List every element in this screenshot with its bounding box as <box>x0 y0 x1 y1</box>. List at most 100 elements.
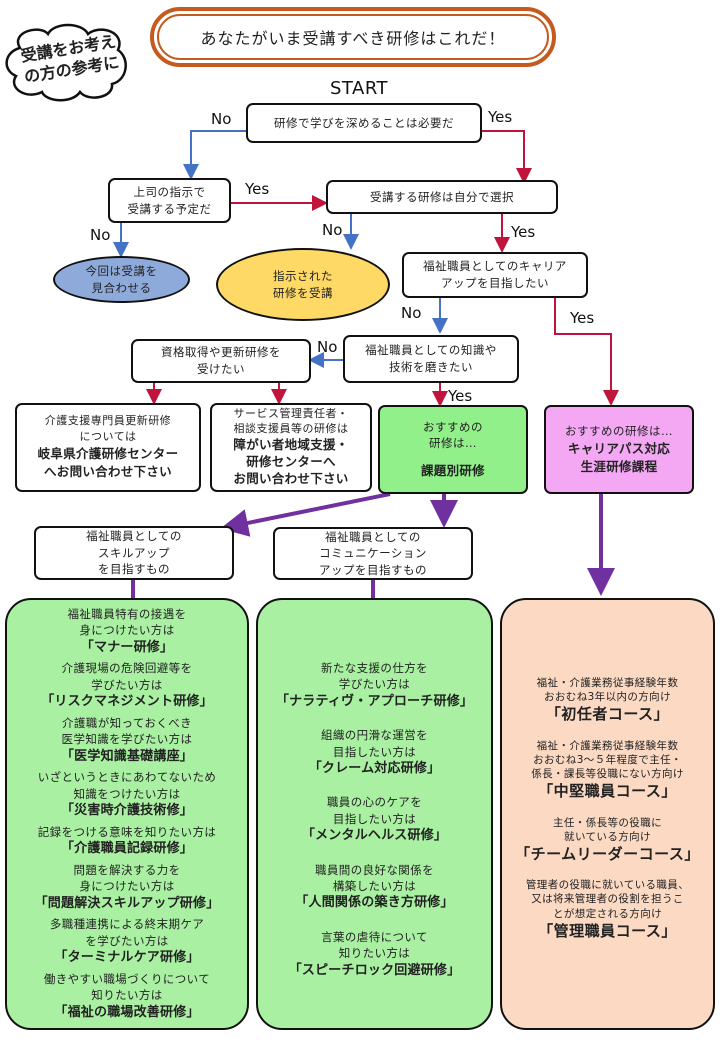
career-course-name: 「チームリーダーコース」 <box>515 844 700 863</box>
shougai-line-1: サービス管理責任者・ <box>233 407 349 421</box>
career-course-desc: 又は将来管理者の役割を担うこ <box>531 893 684 906</box>
label-no-q5: No <box>317 338 338 356</box>
communication-training-desc: 構築したい方は <box>332 878 417 893</box>
label-yes-q5: Yes <box>448 387 473 405</box>
communication-training-desc: 新たな支援の仕方を <box>320 661 429 675</box>
skill-training-desc: 知りたい方は <box>91 988 163 1003</box>
skill-training-desc: 介護現場の危険回避等を <box>61 661 193 676</box>
q4-line-2: アップを目指したい <box>441 276 549 290</box>
shougai-bold-3: お問い合わせ下さい <box>233 470 349 486</box>
label-yes-q1: Yes <box>488 108 513 126</box>
question-qualification: 資格取得や更新研修を 受けたい <box>131 339 311 383</box>
career-course-item: 福祉・介護業務従事経験年数おおむね3年以内の方向け「初任者コース」 <box>502 676 713 726</box>
communication-training-desc: 目指したい方は <box>332 744 417 759</box>
skill-training-list: 福祉職員特有の接遇を身につけたい方は「マナー研修」介護現場の危険回避等を学びたい… <box>7 606 247 1022</box>
question-deepen-learning-text: 研修で学びを深めることは必要だ <box>274 115 454 130</box>
career-course-desc: おおむね3年以内の方向け <box>544 691 671 704</box>
arrow-q1-no <box>183 130 246 180</box>
communication-training-desc: 目指したい方は <box>332 811 417 826</box>
communication-training-desc: 学びたい方は <box>338 677 411 692</box>
communication-training-name: 「クレーム対応研修」 <box>308 760 441 776</box>
career-line-1: おすすめの研修は… <box>565 424 673 439</box>
career-course-name: 「中堅職員コース」 <box>538 782 677 801</box>
question-knowledge-skill: 福祉職員としての知識や 技術を磨きたい <box>343 335 519 383</box>
q6-line-2: 受けたい <box>197 362 245 376</box>
arrow-q4-yes <box>554 298 619 406</box>
skill-training-desc: 医学知識を学びたい方は <box>61 732 193 747</box>
skill-training-item: 介護職が知っておくべき医学知識を学びたい方は「医学知識基礎講座」 <box>7 715 247 766</box>
skill-training-item: 介護現場の危険回避等を学びたい方は「リスクマネジメント研修」 <box>7 660 247 711</box>
page-title-text: あなたがいま受講すべき研修はこれだ！ <box>157 14 549 60</box>
skill-training-item: 記録をつける意味を知りたい方は「介護職員記録研修」 <box>7 824 247 859</box>
skill-training-desc: 福祉職員特有の接遇を <box>67 607 187 621</box>
skill-training-name: 「医学知識基礎講座」 <box>60 748 193 764</box>
career-course-item: 管理者の役職に就いている職員、又は将来管理者の役割を担うことが想定される方向け「… <box>502 878 713 942</box>
skill-training-desc: を学びたい方は <box>85 933 169 948</box>
career-course-item: 主任・係長等の役職に就いている方向け「チームリーダーコース」 <box>502 816 713 866</box>
career-course-desc: 福祉・介護業務従事経験年数 <box>536 677 679 689</box>
career-course-name: 「管理職員コース」 <box>538 921 677 940</box>
reconsider-line-2: 見合わせる <box>91 280 152 295</box>
skill-training-name: 「ターミナルケア研修」 <box>54 950 200 966</box>
instructed-line-1: 指示された <box>273 268 333 283</box>
cat-comm-line-3: アップを目指すもの <box>319 562 427 577</box>
cat-skill-line-2: スキルアップ <box>98 545 170 560</box>
communication-training-desc: 職員の心のケアを <box>326 795 423 810</box>
skill-training-name: 「マナー研修」 <box>80 639 174 655</box>
communication-training-item: 職員間の良好な関係を構築したい方は「人間関係の築き方研修」 <box>258 862 491 913</box>
shougai-bold-2: 研修センターへ <box>246 453 336 469</box>
cat-skill-line-3: を目指すもの <box>98 562 170 577</box>
career-course-desc: とが想定される方向け <box>553 907 662 920</box>
q3-text: 受講する研修は自分で選択 <box>370 189 514 204</box>
career-course-list: 福祉・介護業務従事経験年数おおむね3年以内の方向け「初任者コース」福祉・介護業務… <box>502 676 713 942</box>
communication-training-name: 「人間関係の築き方研修」 <box>295 895 454 911</box>
reconsider-line-1: 今回は受講を <box>85 263 158 278</box>
skill-training-desc: 介護職が知っておくべき <box>62 715 192 730</box>
reference-badge: 受講をお考え の方の参考に <box>2 18 132 104</box>
q2-line-2: 受講する予定だ <box>127 201 212 216</box>
communication-training-item: 言葉の虐待について知りたい方は「スピーチロック回避研修」 <box>258 929 491 980</box>
q5-line-2: 技術を磨きたい <box>389 360 473 374</box>
communication-training-list: 新たな支援の仕方を学びたい方は「ナラティヴ・アプローチ研修」組織の円滑な運営を目… <box>258 660 491 980</box>
skill-training-desc: 多職種連携による終末期ケア <box>49 917 205 932</box>
skill-training-name: 「問題解決スキルアップ研修」 <box>34 895 220 911</box>
communication-training-name: 「メンタルヘルス研修」 <box>301 828 448 844</box>
result-gifu-center: 介護支援専門員更新研修 については 岐阜県介護研修センター へお問い合わせ下さい <box>15 403 201 492</box>
skill-training-name: 「介護職員記録研修」 <box>60 841 193 857</box>
q5-line-1: 福祉職員としての知識や <box>365 343 497 358</box>
result-reconsider: 今回は受講を 見合わせる <box>53 256 190 303</box>
page-title: あなたがいま受講すべき研修はこれだ！ <box>150 7 556 67</box>
kadai-line-2: 研修は… <box>429 436 477 451</box>
communication-training-desc: 職員間の良好な関係を <box>315 862 434 877</box>
arrow-q1-yes <box>482 130 532 184</box>
panel-career-courses: 福祉・介護業務従事経験年数おおむね3年以内の方向け「初任者コース」福祉・介護業務… <box>500 598 715 1030</box>
communication-training-name: 「ナラティヴ・アプローチ研修」 <box>275 693 474 709</box>
communication-training-item: 新たな支援の仕方を学びたい方は「ナラティヴ・アプローチ研修」 <box>258 660 491 711</box>
gifu-line-2: については <box>79 430 137 444</box>
skill-training-desc: いざというときにあわてないため <box>37 770 217 785</box>
career-bold-1: キャリアパス対応 <box>567 440 671 456</box>
skill-training-desc: 記録をつける意味を知りたい方は <box>37 824 217 839</box>
skill-training-name: 「福祉の職場改善研修」 <box>54 1004 200 1020</box>
skill-training-desc: 知識をつけたい方は <box>73 786 181 801</box>
communication-training-item: 職員の心のケアを目指したい方は「メンタルヘルス研修」 <box>258 794 491 845</box>
instructed-line-2: 研修を受講 <box>273 285 333 300</box>
career-course-desc: 就いている方向け <box>564 830 651 843</box>
label-yes-q3: Yes <box>511 223 536 241</box>
label-no-q4: No <box>401 304 422 322</box>
communication-training-desc: 言葉の虐待について <box>321 929 428 944</box>
career-course-item: 福祉・介護業務従事経験年数おおむね3～５年程度で主任・係長・課長等役職にない方向… <box>502 739 713 803</box>
skill-training-name: 「リスクマネジメント研修」 <box>41 694 213 710</box>
career-course-desc: 係長・課長等役職にない方向け <box>531 768 684 781</box>
category-skill-up: 福祉職員としての スキルアップ を目指すもの <box>34 526 234 580</box>
communication-training-desc: 組織の円滑な運営を <box>320 728 429 743</box>
gifu-bold-1: 岐阜県介護研修センター <box>37 446 179 462</box>
communication-training-desc: 知りたい方は <box>338 946 411 961</box>
skill-training-desc: 身につけたい方は <box>79 623 175 638</box>
skill-training-item: 多職種連携による終末期ケアを学びたい方は「ターミナルケア研修」 <box>7 916 247 967</box>
arrow-kadai-skill <box>220 492 391 537</box>
kadai-bold: 課題別研修 <box>420 463 485 479</box>
cat-comm-line-2: コミュニケーション <box>319 546 427 561</box>
label-no-q2: No <box>90 226 111 244</box>
